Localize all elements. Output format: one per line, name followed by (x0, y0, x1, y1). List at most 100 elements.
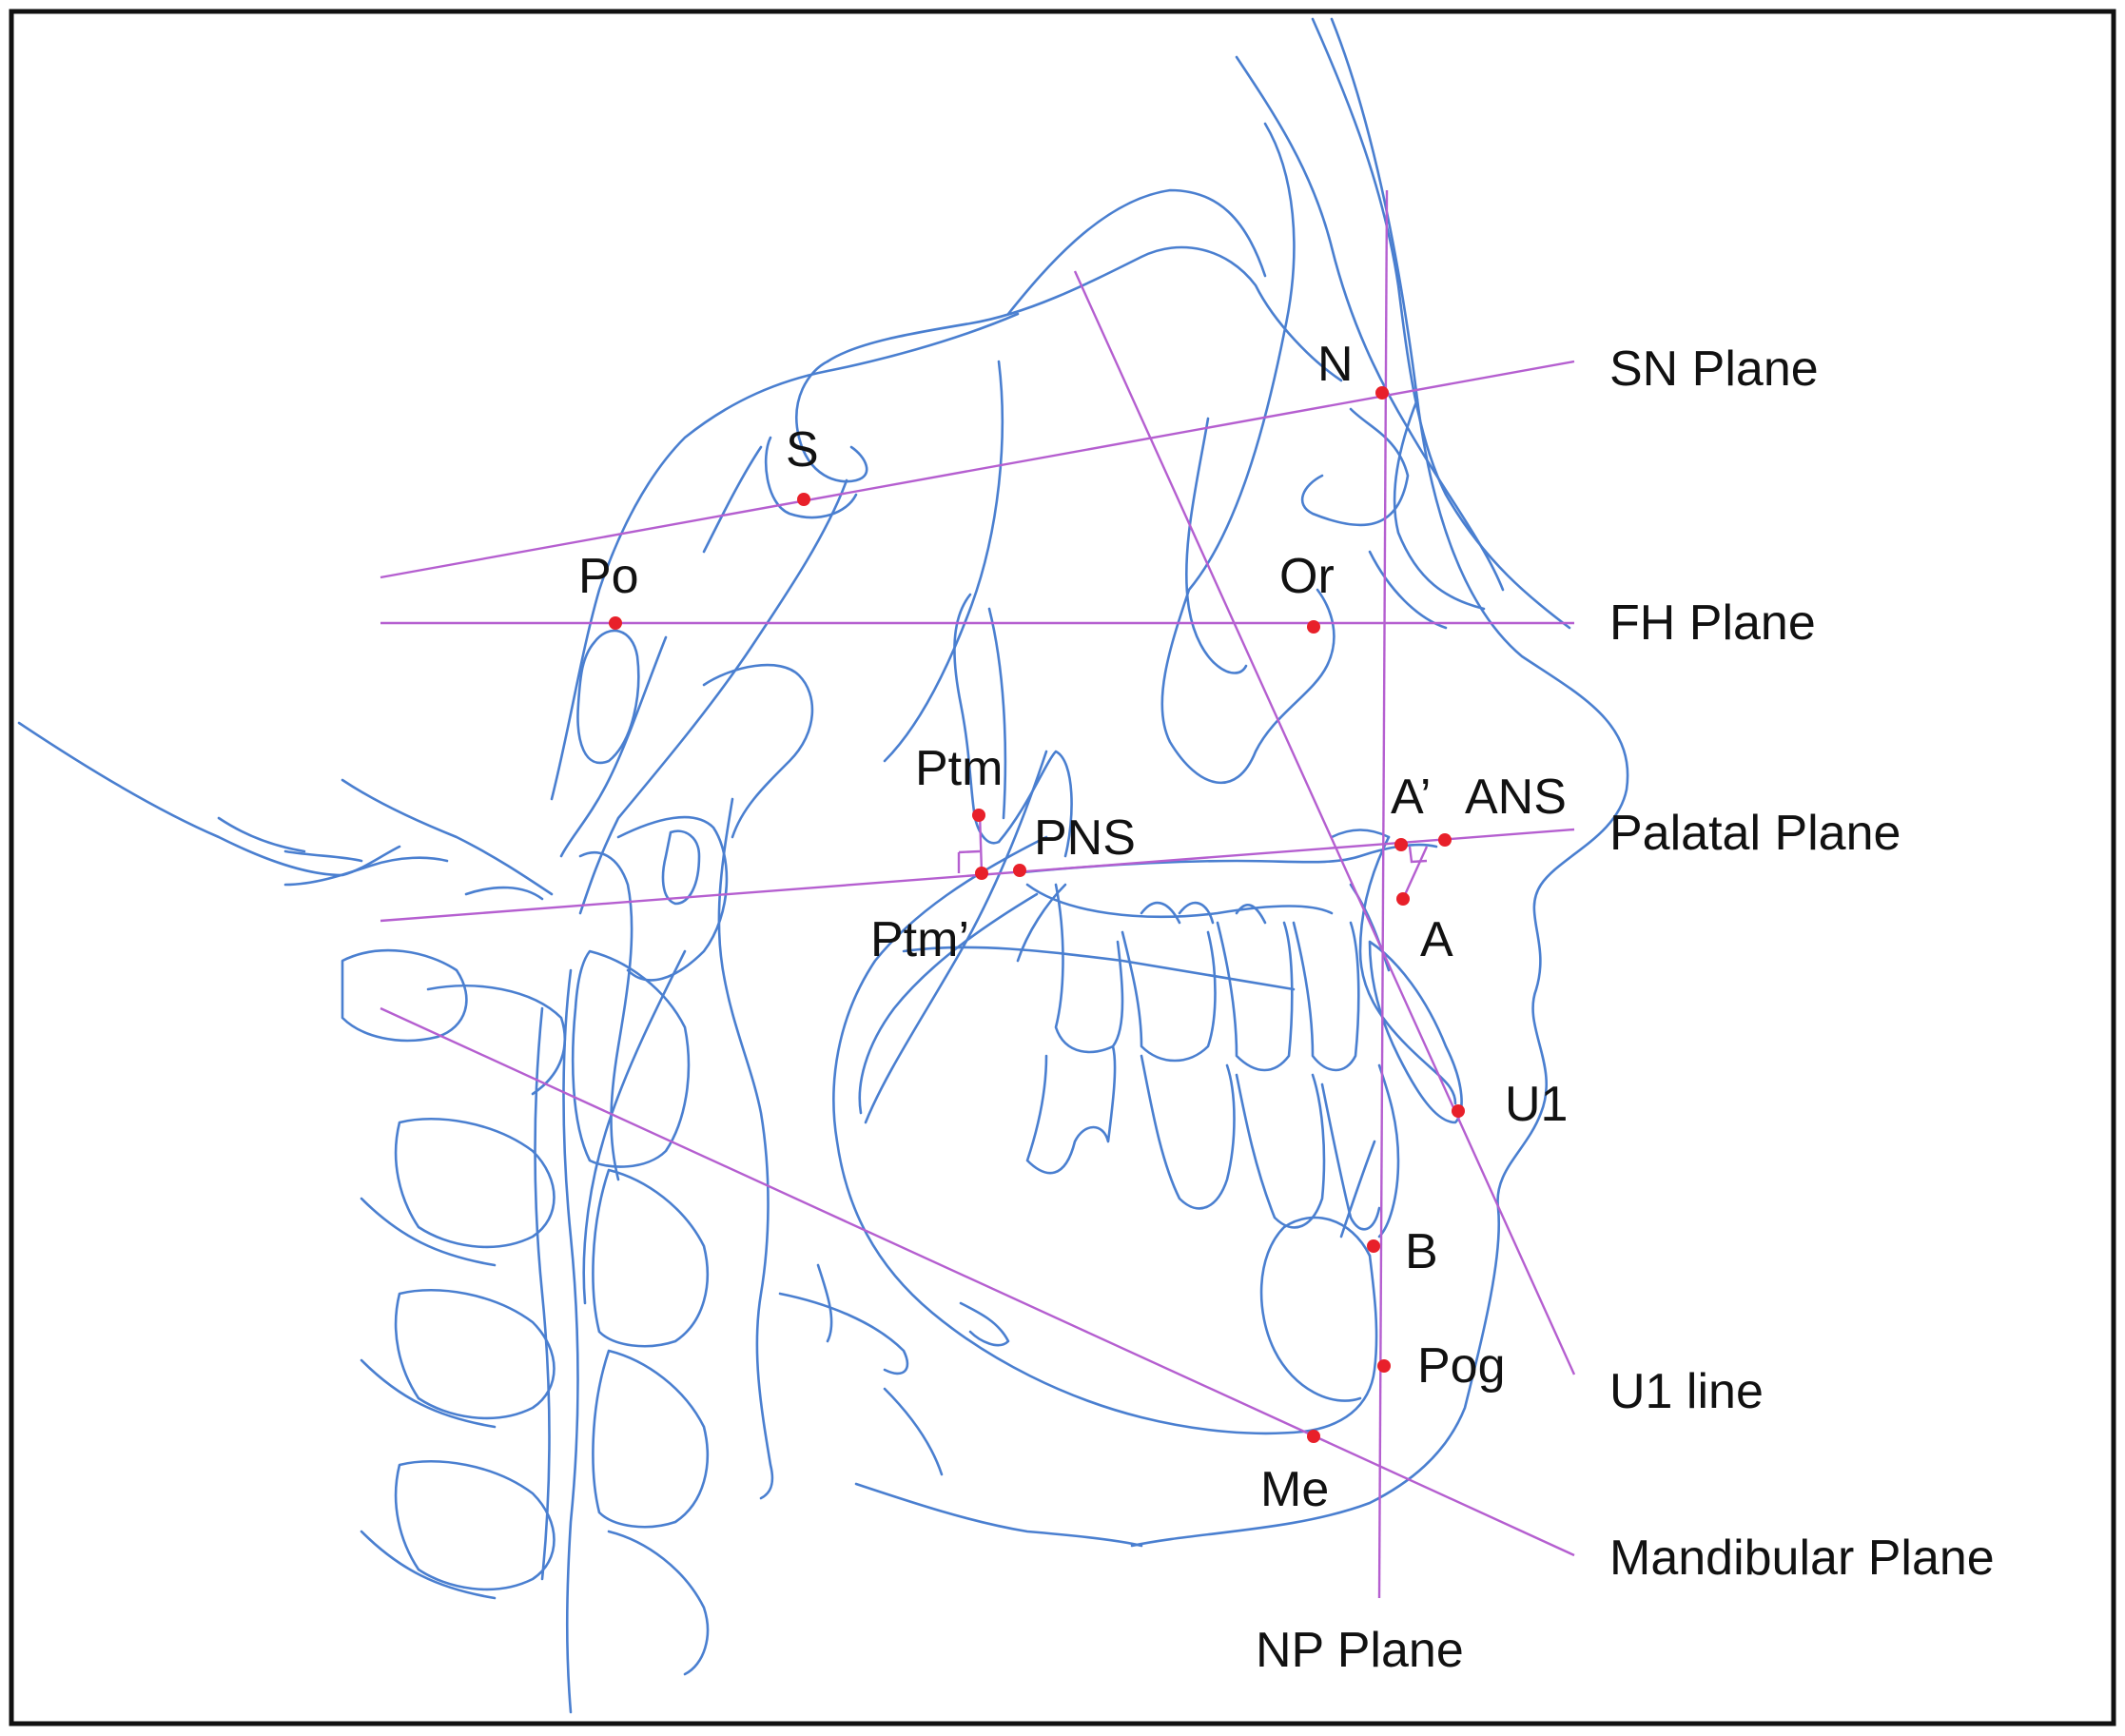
landmark-point-me (1307, 1430, 1320, 1443)
label-me: Me (1260, 1462, 1329, 1517)
upper-molar-2 (1121, 930, 1217, 1063)
landmark-point-po (609, 616, 622, 630)
label-b: B (1405, 1224, 1438, 1279)
upper-premolar-2 (1292, 921, 1360, 1072)
label-sn-plane: SN Plane (1609, 341, 1819, 397)
mandible-chin-inner (1339, 1140, 1376, 1239)
occipital-protuberance (283, 849, 363, 863)
a-prime-perpendicular (1401, 846, 1429, 900)
hyoid (959, 1301, 1010, 1347)
label-u1-line: U1 line (1609, 1364, 1764, 1419)
landmark-point-ptm-prime (975, 867, 988, 880)
occipital-outline (17, 721, 401, 877)
mandible-outline (832, 835, 1378, 1435)
cranial-vault (550, 312, 1020, 801)
label-fh-plane: FH Plane (1609, 595, 1816, 651)
u1-line (1073, 270, 1576, 1375)
landmark-point-ptm (972, 809, 985, 822)
submental-soft-tissue (854, 1482, 1143, 1548)
spinal-canal-posterior (562, 968, 579, 1714)
c4-body (592, 1349, 710, 1529)
lower-incisor (1377, 1063, 1400, 1239)
mandibular-plane-line (380, 1006, 1575, 1557)
airway-anterior (864, 750, 1048, 1124)
atlas-outline (616, 815, 729, 982)
nasal-bone (1393, 398, 1486, 611)
a-prime-right-angle (1408, 846, 1428, 864)
maxilla-anterior (1358, 835, 1457, 1105)
landmark-point-pog (1377, 1359, 1391, 1373)
c4-arch (360, 1358, 497, 1429)
ptm-perpendicular (978, 812, 984, 873)
c4-posterior (394, 1288, 556, 1420)
sella-floor (764, 436, 858, 519)
frontal-bone-outer (1311, 17, 1571, 630)
lower-premolar-1 (1235, 1073, 1326, 1229)
ptm-right-angle (957, 849, 981, 873)
plane-labels: SN Plane FH Plane Palatal Plane U1 line … (1256, 341, 1995, 1678)
reference-planes (380, 189, 1576, 1599)
label-ans: ANS (1465, 770, 1567, 825)
mandible-symphysis (1259, 1216, 1372, 1402)
landmark-point-a (1396, 892, 1410, 906)
sella-turcica (795, 360, 868, 483)
landmark-point-pns (1013, 864, 1026, 877)
landmark-point-or (1307, 620, 1320, 634)
landmark-point-ans (1438, 833, 1452, 847)
lower-molar-2 (1140, 1054, 1236, 1210)
hyoid-body (778, 1292, 909, 1375)
label-or: Or (1279, 549, 1335, 604)
landmark-labels: S N Po Or Ptm PNS Ptm’ A’ ANS A U1 B Pog… (578, 337, 1568, 1517)
frontal-bone-inner (1235, 55, 1505, 592)
label-s: S (786, 422, 819, 478)
landmark-point-b (1367, 1239, 1380, 1253)
maxilla-front (1330, 829, 1391, 839)
lower-molar-1 (1025, 1044, 1117, 1175)
label-ptm-prime: Ptm’ (870, 912, 969, 967)
sphenoid-outline (883, 360, 1004, 763)
posterior-contour-b (341, 778, 554, 896)
label-pog: Pog (1417, 1338, 1506, 1394)
sn-plane-line (380, 360, 1575, 579)
skull-tracing (17, 17, 1629, 1714)
mastoid-outline (559, 635, 668, 858)
c3-posterior (394, 1117, 556, 1249)
label-po: Po (578, 549, 639, 604)
label-n: N (1317, 337, 1354, 392)
spinal-canal-anterior (534, 1006, 551, 1581)
ear-rod-ring (576, 629, 640, 765)
label-u1: U1 (1505, 1077, 1568, 1132)
orbital-roof (1006, 188, 1267, 316)
label-np-plane: NP Plane (1256, 1623, 1464, 1678)
diagram-frame (9, 9, 2116, 1726)
maxilla-posterior (997, 750, 1073, 858)
c5-posterior (394, 1459, 556, 1591)
orbit-rim (1184, 417, 1248, 674)
epiglottis (883, 1387, 944, 1476)
orbit-inner (1300, 407, 1410, 527)
pterygoid-plate (987, 607, 1007, 820)
hyoid-posterior (816, 1263, 833, 1343)
upper-tooth-crowns (1140, 901, 1267, 925)
posterior-contour-c (464, 886, 544, 901)
dens (578, 850, 634, 1181)
posterior-contour-a (283, 856, 449, 887)
clivus (578, 478, 848, 915)
posterior-clinoid (702, 445, 763, 554)
soft-tissue-profile (1130, 17, 1629, 1548)
landmark-point-a-prime (1394, 838, 1408, 851)
landmark-points (609, 386, 1465, 1443)
atlas-inner (661, 829, 701, 906)
upper-premolar-1 (1216, 921, 1294, 1072)
label-mandibular-plane: Mandibular Plane (1609, 1531, 1995, 1586)
label-a: A (1420, 912, 1453, 967)
nasal-cartilage (1368, 550, 1448, 630)
occipital-base (217, 816, 306, 853)
label-ptm: Ptm (915, 741, 1003, 796)
upper-molar-1 (1054, 883, 1124, 1054)
c5-body (607, 1530, 710, 1676)
coronoid (1016, 883, 1067, 963)
orbit-outline (1160, 122, 1335, 785)
